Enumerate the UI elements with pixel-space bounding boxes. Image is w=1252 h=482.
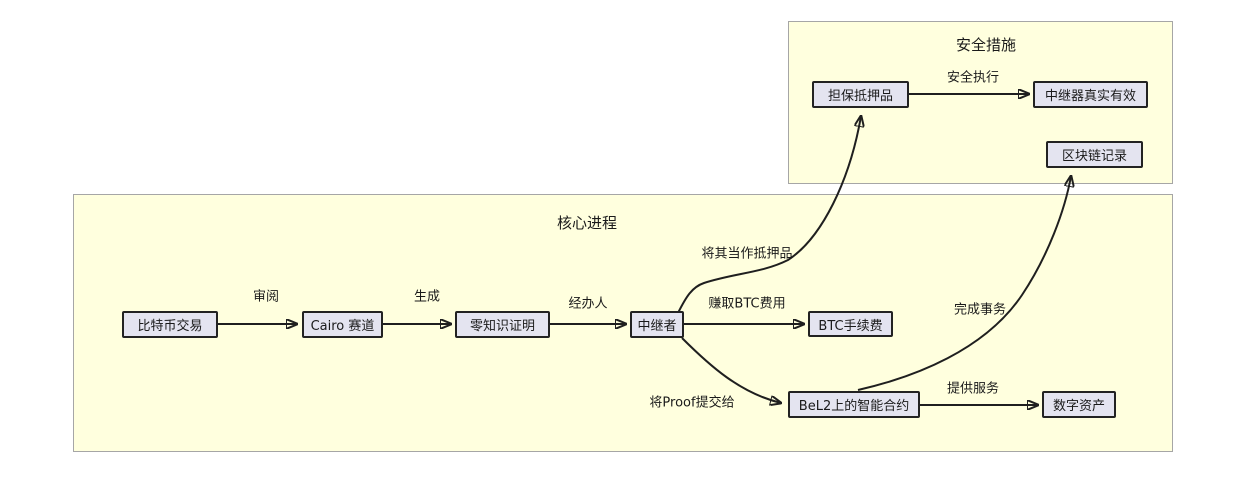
edge-label-secure-execution: 安全执行	[946, 70, 1000, 86]
node-zero-knowledge-proof: 零知识证明	[455, 311, 550, 338]
edge-label-use-as-collateral: 将其当作抵押品	[701, 246, 793, 262]
node-blockchain-record: 区块链记录	[1046, 141, 1143, 168]
node-relayer-valid: 中继器真实有效	[1033, 81, 1148, 108]
node-cairo-track: Cairo 赛道	[302, 311, 383, 338]
edge-label-provide-service: 提供服务	[946, 381, 1000, 397]
node-relayer: 中继者	[630, 311, 684, 338]
edge-label-complete-transaction: 完成事务	[953, 302, 1007, 318]
edge-label-submit-proof: 将Proof提交给	[649, 395, 735, 411]
group-title-security-measures: 安全措施	[955, 36, 1017, 54]
edge-label-operator: 经办人	[568, 296, 608, 312]
node-btc-fee: BTC手续费	[808, 311, 893, 337]
edge-complete-transaction	[857, 176, 1071, 391]
node-guarantee-collateral: 担保抵押品	[812, 81, 909, 108]
edge-label-generate: 生成	[413, 289, 441, 305]
edge-label-review: 审阅	[252, 289, 280, 305]
node-bitcoin-transaction: 比特币交易	[122, 311, 218, 338]
edge-submit-proof	[681, 337, 781, 403]
group-title-core-process: 核心进程	[556, 214, 618, 232]
node-bel2-smart-contract: BeL2上的智能合约	[788, 391, 920, 418]
node-digital-asset: 数字资产	[1042, 391, 1116, 418]
edge-label-earn-btc-fee: 赚取BTC费用	[708, 296, 786, 312]
edge-use-as-collateral	[677, 116, 861, 314]
